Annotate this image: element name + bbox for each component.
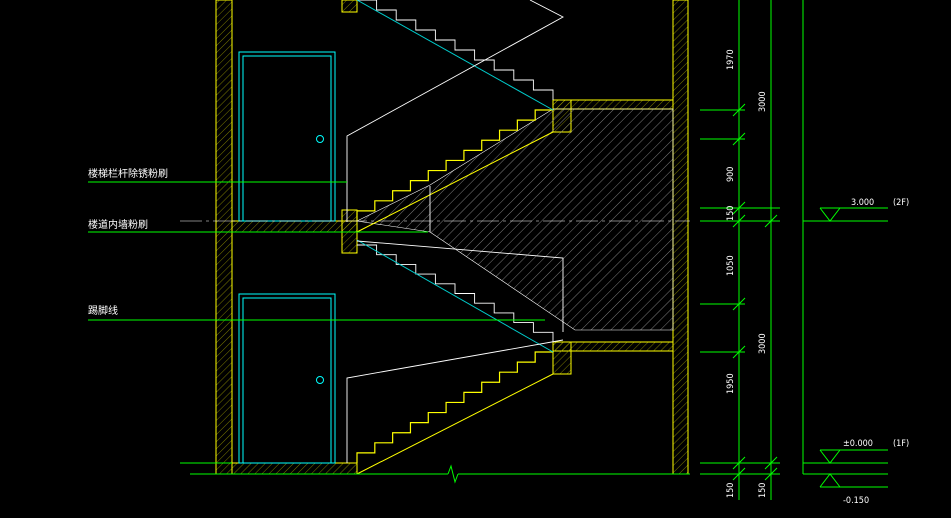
floor-slab-1f: [231, 462, 358, 475]
dim-1970: 1970: [726, 49, 736, 70]
dim-3000-lower: 3000: [758, 333, 768, 354]
note-inner-wall-text: 楼道内墙粉刷: [88, 218, 148, 231]
landing-lower: [552, 341, 674, 375]
dim-900: 900: [726, 167, 736, 182]
note-skirting-text: 踢脚线: [88, 304, 118, 317]
level-2f-tag: (2F): [893, 198, 909, 208]
level-marker-ground: -0.150: [803, 473, 888, 506]
dim-1950: 1950: [726, 373, 736, 394]
door-2f: [238, 51, 336, 222]
note-railing-text: 楼梯栏杆除锈粉刷: [88, 167, 168, 180]
annotation-inner-wall: 楼道内墙粉刷: [88, 218, 428, 233]
stair-flight-far-lower: [356, 239, 554, 353]
annotation-railing: 楼梯栏杆除锈粉刷: [88, 167, 347, 183]
dim-3000-upper: 3000: [758, 91, 768, 112]
left-wall: [215, 0, 233, 475]
dim-150-upper: 150: [726, 206, 736, 221]
dimension-labels: 1970 900 150 1050 1950 150 150 3000 3000: [726, 49, 768, 498]
landing-beam-left-upper: [341, 0, 358, 13]
floor-slab-2f: [231, 220, 358, 233]
cut-flight-hatch: [356, 108, 674, 331]
dimension-chain: [700, 0, 804, 500]
level-ground-value: -0.150: [843, 496, 869, 506]
level-1f-value: ±0.000: [843, 439, 873, 449]
ground-line: [180, 462, 690, 484]
stair-flight-upper: [356, 109, 554, 233]
railing-outline: [346, 0, 564, 463]
stair-flight-lower: [356, 351, 554, 475]
dim-1050: 1050: [726, 255, 736, 276]
level-marker-1f: ±0.000 (1F): [803, 439, 909, 464]
dim-150-bottom-b: 150: [758, 483, 768, 498]
level-marker-2f: 3.000 (2F): [803, 198, 909, 222]
right-wall: [672, 0, 689, 475]
dim-150-bottom-a: 150: [726, 483, 736, 498]
level-2f-value: 3.000: [851, 198, 874, 208]
stair-flight-far-upper: [356, 0, 554, 111]
annotation-skirting: 踢脚线: [88, 304, 545, 321]
door-1f: [238, 293, 336, 464]
level-1f-tag: (1F): [893, 439, 909, 449]
